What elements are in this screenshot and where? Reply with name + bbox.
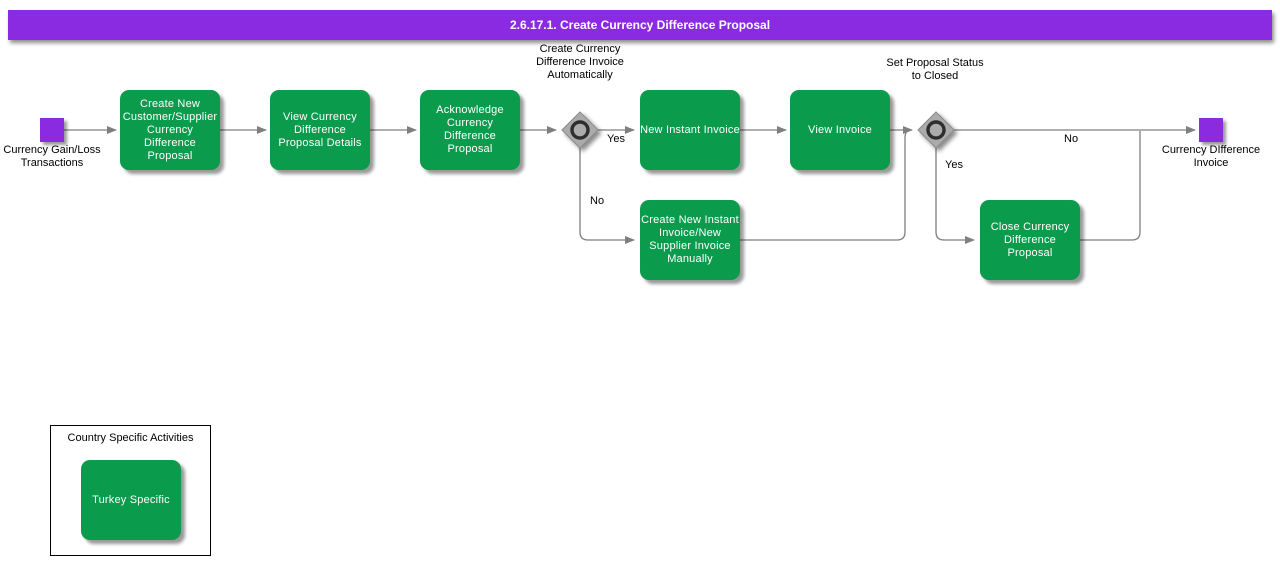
gateway2-yes-label: Yes bbox=[945, 159, 963, 171]
flow-gateway1-no-to-create-manual bbox=[579, 148, 635, 244]
task-create-invoice-manually[interactable]: Create New Instant Invoice/New Supplier … bbox=[640, 200, 740, 280]
task-view-currency-difference-proposal-details[interactable]: View Currency Difference Proposal Detail… bbox=[270, 90, 370, 170]
gateway2-label: Set Proposal Status to Closed bbox=[886, 57, 984, 82]
legend-task-turkey-specific[interactable]: Turkey Specific bbox=[81, 460, 181, 540]
flow-close-proposal-to-end-merge bbox=[1080, 131, 1141, 241]
task-new-instant-invoice[interactable]: New Instant Invoice bbox=[640, 90, 740, 170]
start-event-square[interactable] bbox=[40, 118, 64, 142]
diagram-title-bar: 2.6.17.1. Create Currency Difference Pro… bbox=[8, 10, 1272, 40]
legend-country-specific-activities: Country Specific Activities Turkey Speci… bbox=[50, 425, 211, 556]
task-close-currency-difference-proposal[interactable]: Close Currency Difference Proposal bbox=[980, 200, 1080, 280]
end-event-square[interactable] bbox=[1199, 118, 1223, 142]
start-event-label: Currency Gain/Loss Transactions bbox=[3, 144, 101, 169]
gateway1-no-label: No bbox=[590, 195, 605, 207]
gateway-circle-icon bbox=[570, 120, 590, 140]
gateway1-yes-label: Yes bbox=[607, 133, 625, 145]
task-view-invoice[interactable]: View Invoice bbox=[790, 90, 890, 170]
legend-title: Country Specific Activities bbox=[67, 432, 194, 444]
end-event-label: Currency DIfference Invoice bbox=[1161, 144, 1261, 169]
gateway1-label: Create Currency Difference Invoice Autom… bbox=[536, 43, 624, 81]
task-acknowledge-currency-difference-proposal[interactable]: Acknowledge Currency Difference Proposal bbox=[420, 90, 520, 170]
gateway-circle-icon bbox=[926, 120, 946, 140]
gateway-set-proposal-status-closed bbox=[917, 111, 955, 149]
gateway2-no-label: No bbox=[1064, 133, 1079, 145]
diagram-title: 2.6.17.1. Create Currency Difference Pro… bbox=[509, 18, 771, 32]
gateway-create-invoice-automatically bbox=[561, 111, 599, 149]
task-create-currency-difference-proposal[interactable]: Create New Customer/Supplier Currency Di… bbox=[120, 90, 220, 170]
